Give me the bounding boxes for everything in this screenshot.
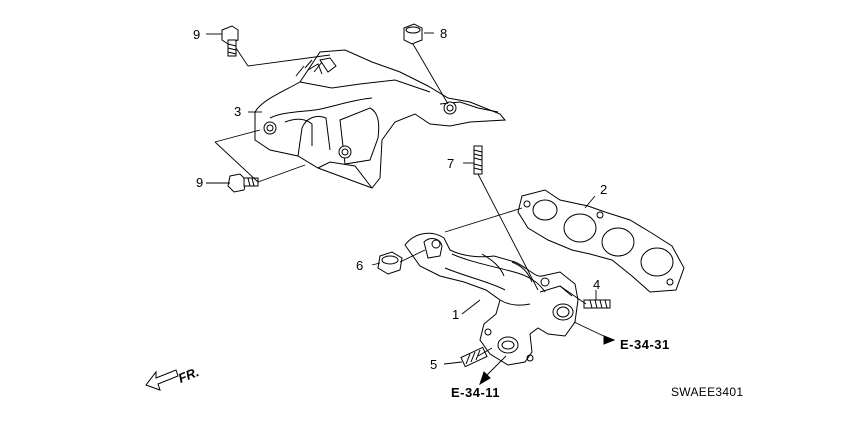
callout-1: 1 (452, 307, 460, 322)
callout-9-top: 9 (193, 27, 201, 42)
stud-4[interactable] (583, 299, 611, 309)
bolt-9-bottom[interactable] (227, 173, 259, 193)
callout-6: 6 (356, 258, 364, 273)
nut-6[interactable] (377, 251, 403, 275)
callout-3: 3 (234, 104, 242, 119)
leader-lines (206, 32, 613, 377)
exhaust-gasket[interactable] (517, 189, 685, 293)
callout-7: 7 (447, 156, 455, 171)
front-direction-arrow (145, 369, 179, 391)
bolt-9-top[interactable] (221, 25, 239, 57)
callout-8: 8 (440, 26, 448, 41)
stud-5[interactable] (460, 346, 488, 368)
diagram-code: SWAEE3401 (671, 385, 744, 399)
callout-4: 4 (593, 277, 601, 292)
callout-2: 2 (600, 182, 608, 197)
callout-5: 5 (430, 357, 438, 372)
callout-9-bottom: 9 (196, 175, 204, 190)
reference-arrows (479, 335, 616, 386)
reference-e-34-11[interactable]: E-34-11 (451, 385, 501, 400)
nut-8[interactable] (403, 23, 423, 45)
stud-7[interactable] (473, 145, 483, 175)
exhaust-manifold[interactable] (404, 232, 579, 366)
reference-e-34-31[interactable]: E-34-31 (620, 337, 670, 352)
heat-shield[interactable] (254, 49, 507, 189)
